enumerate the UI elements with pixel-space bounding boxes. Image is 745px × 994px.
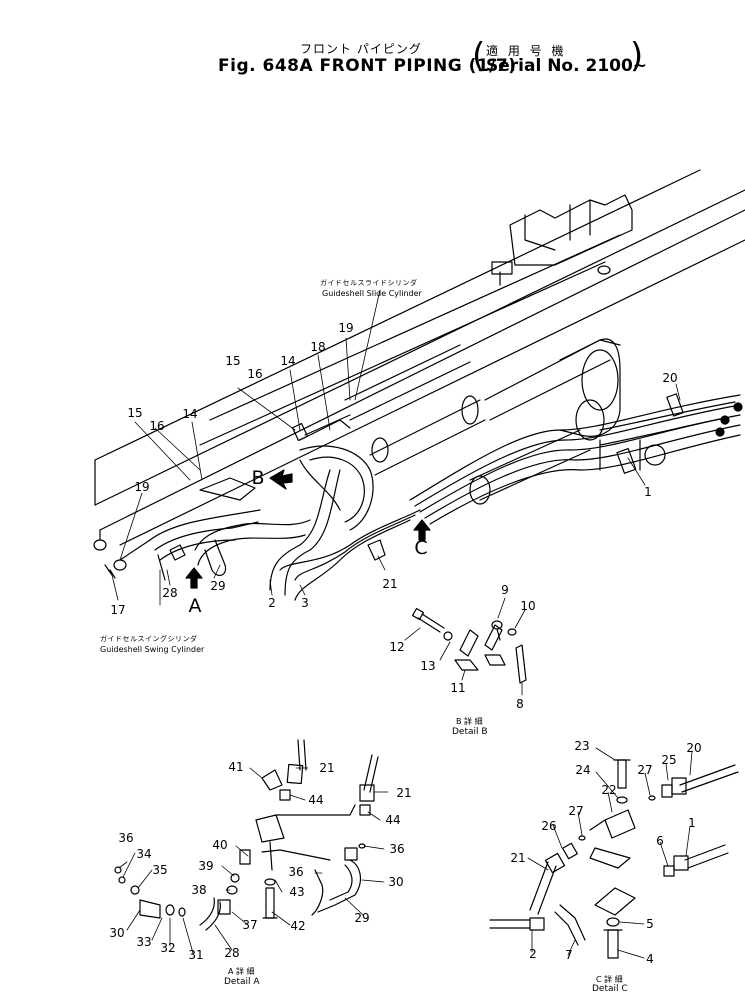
callout-5: 5 xyxy=(646,917,654,931)
bracket-b-area xyxy=(291,414,374,531)
callout-26: 26 xyxy=(541,819,557,833)
callout-32: 32 xyxy=(160,941,176,955)
title-japanese: フロント パイピング xyxy=(300,42,422,56)
detail-a-label: Detail A xyxy=(224,977,260,987)
figure-title: Fig. 648A FRONT PIPING (1/7) xyxy=(218,56,517,76)
callout-20-c: 20 xyxy=(686,741,702,755)
paren-close: ) xyxy=(630,36,644,76)
callout-14-upper: 14 xyxy=(280,354,296,368)
callout-29: 29 xyxy=(210,579,226,593)
callout-22: 22 xyxy=(601,783,617,797)
callout-28-a: 28 xyxy=(224,946,240,960)
rotary-unit xyxy=(559,338,666,471)
callout-14: 14 xyxy=(182,407,198,421)
serial-number: Serial No. 2100~ xyxy=(486,56,648,76)
motor-block xyxy=(491,194,633,286)
detail-b-label-jp: B 詳 細 xyxy=(456,717,483,726)
view-letter-c: C xyxy=(414,537,428,559)
swing-cylinder-label-jp: ガイドセルスイングシリンダ xyxy=(100,635,198,643)
callout-16: 16 xyxy=(149,419,165,433)
callout-19-upper: 19 xyxy=(338,321,354,335)
slide-cylinder-label-jp: ガイドセルスライドシリンダ xyxy=(320,279,418,287)
callout-19: 19 xyxy=(134,480,150,494)
callout-3: 3 xyxy=(301,596,309,610)
callout-23: 23 xyxy=(574,739,590,753)
detail-c-label: Detail C xyxy=(592,984,628,994)
callout-15: 15 xyxy=(127,406,143,420)
left-cylinder-area xyxy=(104,477,261,581)
callout-1: 1 xyxy=(644,485,652,499)
callout-7: 7 xyxy=(565,948,573,962)
callout-35: 35 xyxy=(152,863,168,877)
callout-36-a2: 36 xyxy=(389,842,405,856)
callout-36-a1: 36 xyxy=(288,865,304,879)
callout-16-upper: 16 xyxy=(247,367,263,381)
callout-2-c: 2 xyxy=(529,947,537,961)
callout-6: 6 xyxy=(656,834,664,848)
callout-27-c1: 27 xyxy=(637,763,653,777)
callout-27-c2: 27 xyxy=(568,804,584,818)
callout-1-c: 1 xyxy=(688,816,696,830)
callout-37: 37 xyxy=(242,918,258,932)
callout-44-a2: 44 xyxy=(385,813,401,827)
callout-40: 40 xyxy=(212,838,228,852)
callout-21-a2: 21 xyxy=(396,786,412,800)
callout-43: 43 xyxy=(289,885,305,899)
cylinders xyxy=(344,339,621,505)
callout-18: 18 xyxy=(310,340,326,354)
callout-44-a1: 44 xyxy=(308,793,324,807)
view-letter-b: B xyxy=(251,467,265,489)
callout-38: 38 xyxy=(191,883,207,897)
detail-a-drawing xyxy=(114,739,389,954)
callout-39: 39 xyxy=(198,859,214,873)
callout-24: 24 xyxy=(575,763,591,777)
callout-10: 10 xyxy=(520,599,536,613)
callout-41: 41 xyxy=(228,760,244,774)
callout-11: 11 xyxy=(450,681,466,695)
slide-cylinder-label: Guideshell Slide Cylinder xyxy=(322,289,422,298)
callout-36-a3: 36 xyxy=(118,831,134,845)
paren-open: ( xyxy=(472,36,486,76)
callout-20: 20 xyxy=(662,371,678,385)
callout-42: 42 xyxy=(290,919,306,933)
detail-b-label: Detail B xyxy=(452,727,488,737)
callout-25: 25 xyxy=(661,753,677,767)
leader-lines xyxy=(111,289,681,606)
callout-33: 33 xyxy=(136,935,152,949)
serial-label-japanese: 適 用 号 機 xyxy=(486,44,567,58)
callout-17: 17 xyxy=(110,603,126,617)
callout-21: 21 xyxy=(382,577,398,591)
detail-c-drawing xyxy=(489,747,739,959)
callout-13: 13 xyxy=(420,659,436,673)
detail-a-label-jp: A 詳 細 xyxy=(228,967,255,976)
callout-12: 12 xyxy=(389,640,405,654)
detail-b-drawing xyxy=(404,597,527,696)
callout-21-a1: 21 xyxy=(319,761,335,775)
guide-shell-rails xyxy=(93,169,745,551)
callout-30-a: 30 xyxy=(388,875,404,889)
callout-4: 4 xyxy=(646,952,654,966)
callout-28: 28 xyxy=(162,586,178,600)
callout-34: 34 xyxy=(136,847,152,861)
view-letter-a: A xyxy=(188,595,202,617)
callout-31: 31 xyxy=(188,948,204,962)
callout-29-a: 29 xyxy=(354,911,370,925)
detail-c-label-jp: C 詳 細 xyxy=(596,975,623,984)
hoses-2-3-21 xyxy=(194,459,421,601)
callout-15-upper: 15 xyxy=(225,354,241,368)
callout-2: 2 xyxy=(268,596,276,610)
callout-9: 9 xyxy=(501,583,509,597)
callout-21-c: 21 xyxy=(510,851,526,865)
callout-8: 8 xyxy=(516,697,524,711)
hose-bundle xyxy=(409,393,743,525)
view-arrows xyxy=(185,469,431,589)
callout-30-b: 30 xyxy=(109,926,125,940)
swing-cylinder-label: Guideshell Swing Cylinder xyxy=(100,645,205,654)
